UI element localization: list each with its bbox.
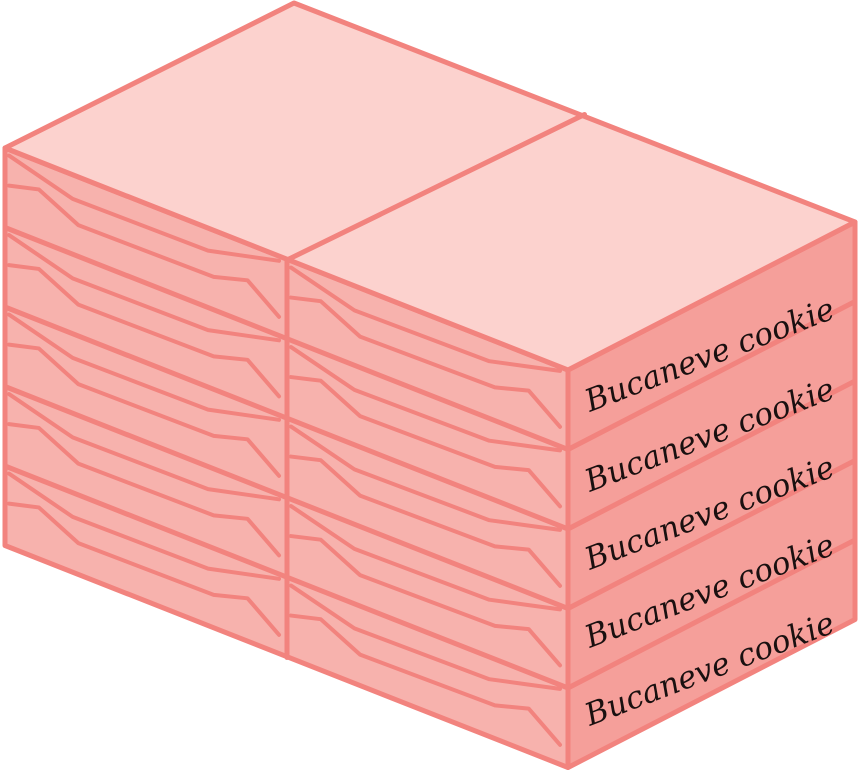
- wafer-chevron-bottom-r3-c1: [7, 342, 281, 478]
- wafer-chevron-bottom-r1-c1: [7, 183, 281, 319]
- wafer-chevron-bottom-r5-c1: [7, 501, 281, 637]
- layer-divider-3: [2, 384, 858, 611]
- wafer-chevron-top-r4-c2: [289, 504, 562, 612]
- wafer-chevron-top-r3-c2: [289, 424, 562, 532]
- wafer-chevron-bottom-r4-c1: [7, 422, 281, 558]
- wafer-patterns: [7, 153, 562, 747]
- wafer-chevron-top-r5-c1: [7, 471, 281, 581]
- wafer-chevron-top-r3-c1: [7, 312, 281, 422]
- wafer-chevron-bottom-r2-c1: [7, 263, 281, 399]
- top-divider: [284, 112, 587, 263]
- layer-divider-2: [2, 304, 858, 532]
- wafer-chevron-bottom-r1-c2: [289, 295, 562, 429]
- top-face: [2, 0, 858, 373]
- wafer-chevron-top-r1-c2: [289, 265, 562, 373]
- layer-divider-4: [2, 463, 858, 691]
- wafer-chevron-bottom-r3-c2: [289, 454, 562, 588]
- wafer-chevron-bottom-r4-c2: [289, 534, 562, 668]
- layer-dividers: [2, 225, 858, 691]
- wafer-chevron-bottom-r5-c2: [289, 613, 562, 747]
- wafer-chevron-top-r4-c1: [7, 392, 281, 502]
- wafer-chevron-top-r1-c1: [7, 153, 281, 263]
- wafer-chevron-top-r2-c2: [289, 345, 562, 453]
- wafer-chevron-top-r2-c1: [7, 233, 281, 343]
- wafer-chevron-bottom-r2-c2: [289, 375, 562, 509]
- wafer-chevron-top-r5-c2: [289, 583, 562, 691]
- layer-divider-1: [2, 225, 858, 452]
